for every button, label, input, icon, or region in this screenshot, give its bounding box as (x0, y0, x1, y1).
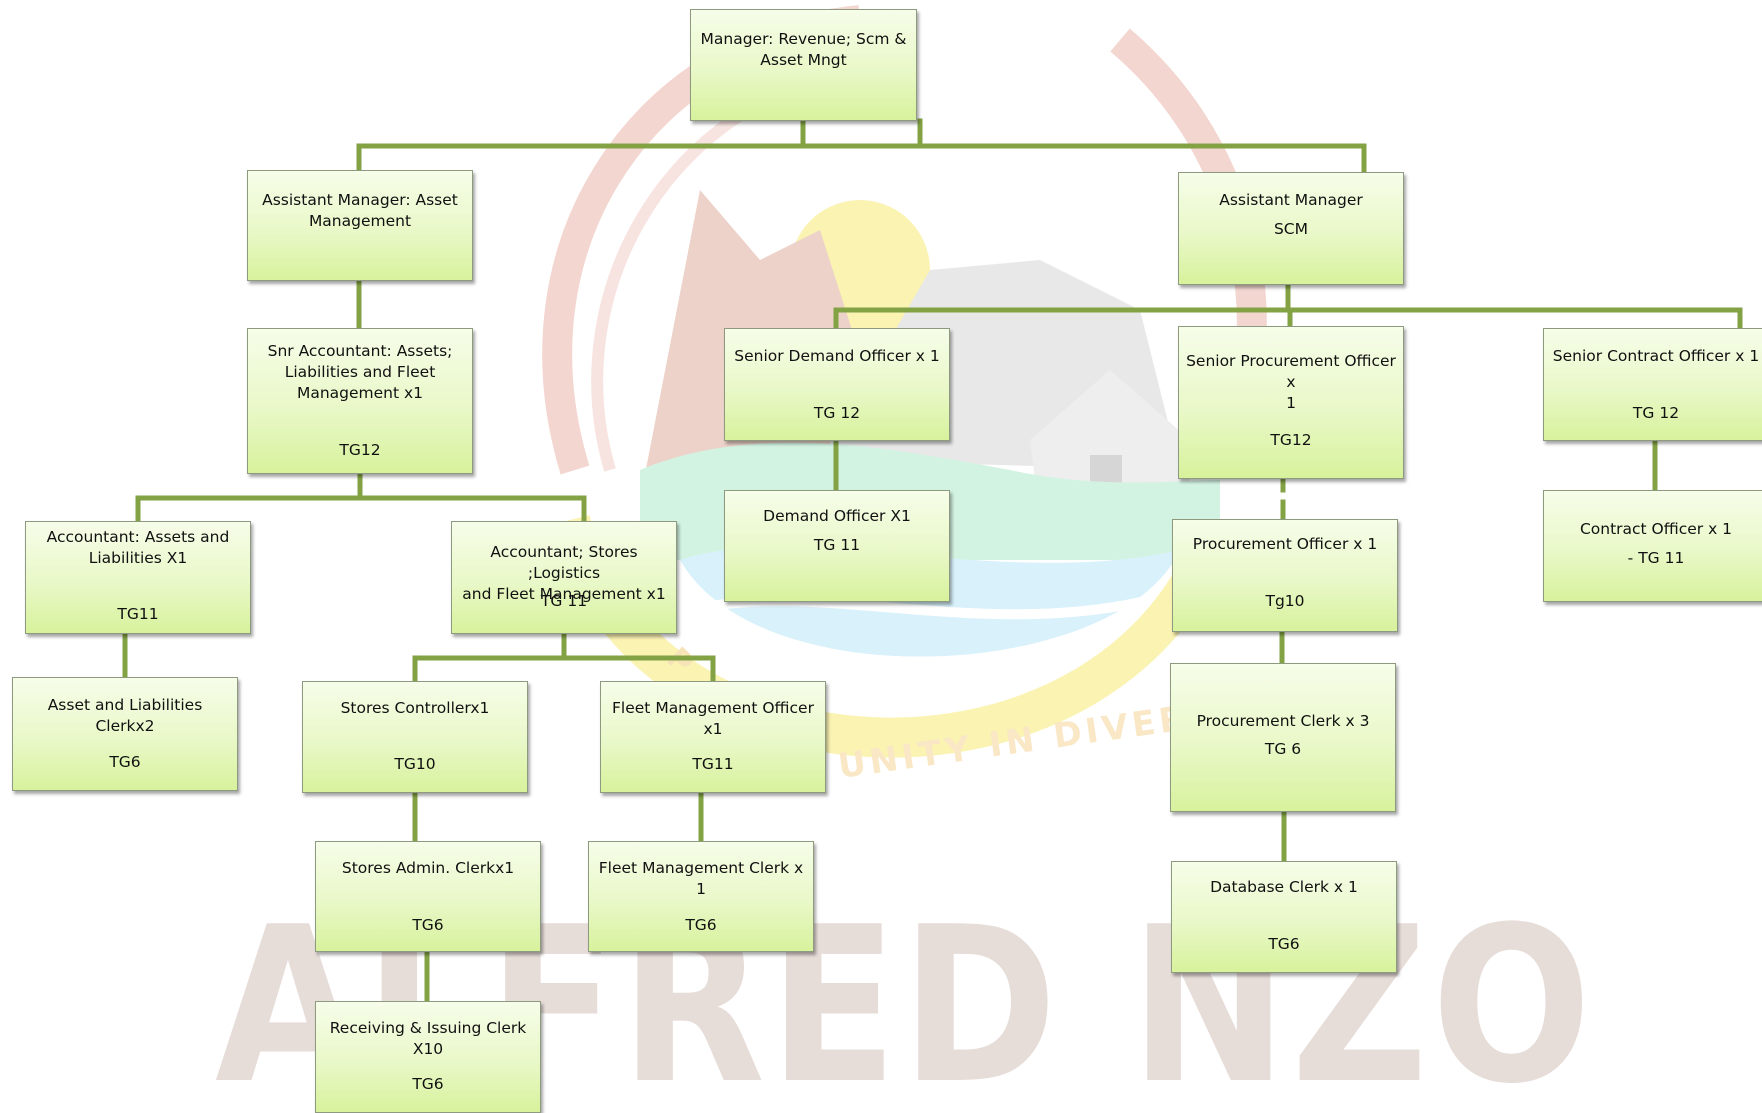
node-asset-liabilities-clerk: Asset and Liabilities Clerkx2 TG6 (12, 677, 238, 791)
node-accountant-stores: Accountant; Stores ;Logistics and Fleet … (451, 521, 677, 634)
node-stores-controller-title: Stores Controllerx1 (340, 699, 490, 717)
node-snr-accountant-line1: Snr Accountant: Assets; (267, 342, 453, 360)
node-fleet-management-clerk: Fleet Management Clerk x 1 TG6 (588, 841, 814, 952)
node-fleet-management-clerk-title: Fleet Management Clerk x 1 (598, 859, 804, 898)
node-procurement-clerk-grade: TG 6 (1264, 740, 1302, 758)
node-accountant-stores-line1: Accountant; Stores ;Logistics (490, 543, 638, 582)
node-contract-officer-grade: - TG 11 (1627, 549, 1685, 567)
node-procurement-officer-title: Procurement Officer x 1 (1192, 535, 1378, 553)
node-accountant-assets-grade: TG11 (117, 605, 159, 623)
node-database-clerk: Database Clerk x 1 TG6 (1171, 861, 1397, 973)
node-snr-accountant-grade: TG12 (339, 441, 381, 459)
node-accountant-assets-line2: Liabilities X1 (88, 549, 188, 567)
node-database-clerk-title: Database Clerk x 1 (1210, 878, 1358, 896)
node-assistant-manager-scm-line1: Assistant Manager (1219, 191, 1363, 209)
node-stores-admin-clerk-grade: TG6 (412, 916, 444, 934)
node-manager: Manager: Revenue; Scm & Asset Mngt (690, 9, 917, 121)
node-stores-admin-clerk: Stores Admin. Clerkx1 TG6 (315, 841, 541, 952)
node-snr-accountant: Snr Accountant: Assets; Liabilities and … (247, 328, 473, 474)
node-procurement-clerk-title: Procurement Clerk x 3 (1196, 712, 1370, 730)
node-assistant-manager-asset-line1: Assistant Manager: Asset (262, 191, 458, 209)
node-accountant-stores-line2: and Fleet Management x1 (462, 585, 666, 603)
node-snr-accountant-line3: Management x1 (296, 384, 424, 402)
node-contract-officer-title: Contract Officer x 1 (1579, 520, 1733, 538)
node-contract-officer: Contract Officer x 1 - TG 11 (1543, 490, 1762, 602)
node-snr-accountant-line2: Liabilities and Fleet (284, 363, 436, 381)
node-assistant-manager-asset-line2: Management (308, 212, 412, 230)
node-procurement-clerk: Procurement Clerk x 3 TG 6 (1170, 663, 1396, 812)
node-senior-contract-officer-grade: TG 12 (1632, 404, 1680, 422)
node-accountant-assets: Accountant: Assets and Liabilities X1 TG… (25, 521, 251, 634)
node-receiving-issuing-clerk: Receiving & Issuing Clerk X10 TG6 (315, 1001, 541, 1113)
node-manager-line1: Manager: Revenue; Scm & (700, 30, 907, 48)
node-senior-demand-officer-title: Senior Demand Officer x 1 (734, 347, 940, 365)
node-fleet-management-officer-grade: TG11 (692, 755, 734, 773)
node-demand-officer-grade: TG 11 (813, 536, 861, 554)
node-demand-officer-title: Demand Officer X1 (763, 507, 911, 525)
node-senior-demand-officer-grade: TG 12 (813, 404, 861, 422)
node-asset-liabilities-clerk-grade: TG6 (109, 753, 141, 771)
node-accountant-assets-line1: Accountant: Assets and (46, 528, 230, 546)
node-assistant-manager-asset: Assistant Manager: Asset Management (247, 170, 473, 281)
node-fleet-management-officer-title: Fleet Management Officer x1 (612, 699, 814, 738)
node-procurement-officer: Procurement Officer x 1 Tg10 (1172, 519, 1398, 632)
node-manager-line2: Asset Mngt (760, 51, 847, 69)
node-stores-admin-clerk-title: Stores Admin. Clerkx1 (341, 859, 515, 877)
node-fleet-management-officer: Fleet Management Officer x1 TG11 (600, 681, 826, 793)
node-senior-procurement-officer-line2: 1 (1286, 394, 1296, 412)
node-accountant-stores-grade: TG 11 (540, 592, 588, 610)
node-senior-demand-officer: Senior Demand Officer x 1 TG 12 (724, 328, 950, 441)
node-receiving-issuing-clerk-grade: TG6 (412, 1075, 444, 1093)
node-stores-controller-grade: TG10 (394, 755, 436, 773)
node-senior-contract-officer: Senior Contract Officer x 1 TG 12 (1543, 328, 1762, 441)
node-demand-officer: Demand Officer X1 TG 11 (724, 490, 950, 602)
node-senior-contract-officer-title: Senior Contract Officer x 1 (1552, 347, 1760, 365)
node-senior-procurement-officer: Senior Procurement Officer x 1 TG12 (1178, 326, 1404, 479)
node-receiving-issuing-clerk-title: Receiving & Issuing Clerk X10 (329, 1019, 527, 1058)
node-stores-controller: Stores Controllerx1 TG10 (302, 681, 528, 793)
node-database-clerk-grade: TG6 (1268, 935, 1300, 953)
node-asset-liabilities-clerk-title: Asset and Liabilities Clerkx2 (47, 696, 203, 735)
node-assistant-manager-scm: Assistant Manager SCM (1178, 172, 1404, 285)
node-procurement-officer-grade: Tg10 (1265, 592, 1305, 610)
node-fleet-management-clerk-grade: TG6 (685, 916, 717, 934)
node-senior-procurement-officer-grade: TG12 (1270, 431, 1312, 449)
node-assistant-manager-scm-line2: SCM (1273, 220, 1309, 238)
node-senior-procurement-officer-line1: Senior Procurement Officer x (1186, 352, 1396, 391)
